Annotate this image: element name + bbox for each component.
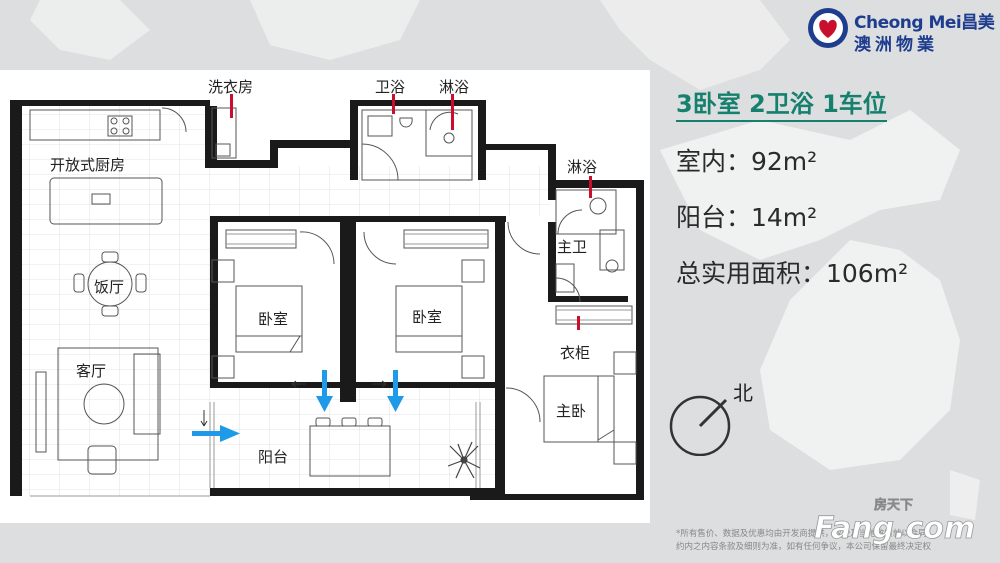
master-bedroom-label: 主卧 [556,402,587,420]
shower-1-label: 淋浴 [439,78,470,96]
brand-name-en-text: Cheong Mei [854,13,962,33]
watermark-main: Fang.com [814,511,975,544]
plant-icon [447,441,481,479]
total-area: 总实用面积：106m² [676,259,909,288]
brand-name-cn: 澳洲物業 [854,35,938,55]
north-label: 北 [733,381,753,405]
disclaimer: *所有售价、数据及优惠均由开发商提供，收受及当地政策就以合同 约内之内容条款及细… [676,528,996,554]
balcony-area: 阳台：14m² [676,203,818,232]
bedroom-1-label: 卧室 [258,310,289,328]
brand-logo: Cheong Mei昌美 澳洲物業 [806,4,996,55]
balcony-label: 阳台 [258,448,289,466]
bathroom-label: 卫浴 [375,78,406,96]
disclaimer-line-1: *所有售价、数据及优惠均由开发商提供，收受及当地政策就以合同 [676,529,927,539]
property-info: 3卧室 2卫浴 1车位 室内：92m² 阳台：14m² 总实用面积：106m² [676,84,986,290]
heart-logo-icon [808,8,848,48]
property-title: 3卧室 2卫浴 1车位 [676,84,887,122]
bedroom-2-label: 卧室 [412,308,443,326]
fang-watermark: 房天下 Fang.com [814,497,976,544]
compass-icon [669,395,731,456]
wardrobe-label: 衣柜 [560,344,591,362]
indoor-area: 室内：92m² [676,147,818,176]
watermark-top: 房天下 [874,497,913,513]
kitchen-label: 开放式厨房 [50,156,126,174]
brand-name-cn-short: 昌美 [961,13,995,33]
disclaimer-line-2: 约内之内容条款及细则为准，如有任何争议，本公司保留最终决定权 [676,542,932,552]
laundry-label: 洗衣房 [208,78,254,96]
dining-label: 饭厅 [94,278,125,296]
shower-2-label: 淋浴 [567,158,598,176]
brand-name-en: Cheong Mei昌美 [854,8,995,33]
floor-plan-drawing [10,94,644,500]
living-label: 客厅 [76,362,107,380]
ensuite-label: 主卫 [557,238,588,256]
floor-plan: 洗衣房 开放式厨房 饭厅 客厅 卧室 卧室 阳台 卫浴 淋浴 淋浴 主卫 衣柜 … [0,70,650,523]
